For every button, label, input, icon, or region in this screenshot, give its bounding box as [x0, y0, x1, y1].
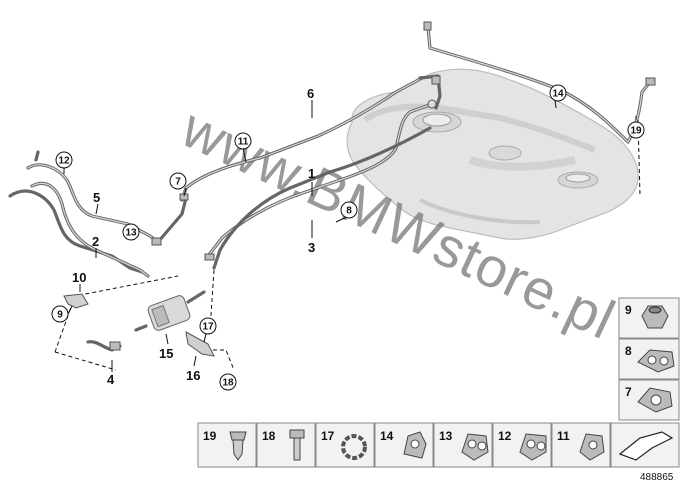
document-number: 488865: [640, 472, 674, 483]
fuel-tank: [346, 68, 639, 240]
svg-text:7: 7: [175, 177, 181, 188]
legend-side-9: 9: [618, 297, 680, 339]
double-clip-icon: [519, 433, 547, 461]
callout-15: 15: [159, 346, 173, 361]
callout-circle-8: 8: [340, 201, 358, 219]
callout-circle-14: 14: [549, 84, 567, 102]
legend-bottom-11: 11: [551, 422, 611, 468]
svg-text:12: 12: [58, 156, 70, 167]
double-clip-icon: [637, 349, 675, 373]
legend-direction: [610, 422, 680, 468]
svg-text:14: 14: [380, 429, 394, 443]
legend-side-7: 7: [618, 379, 680, 421]
clip-icon: [637, 387, 673, 413]
callout-circle-12: 12: [55, 151, 73, 169]
svg-text:7: 7: [625, 385, 632, 399]
callout-6: 6: [307, 86, 314, 101]
side-legend: 9 8 7: [618, 297, 680, 421]
svg-text:11: 11: [557, 429, 570, 443]
callout-circle-9: 9: [51, 305, 69, 323]
filter-bracket: [185, 331, 215, 357]
callout-circle-19: 19: [627, 121, 645, 139]
callout-10: 10: [72, 270, 86, 285]
arrow-icon: [618, 431, 674, 461]
callout-circle-11: 11: [234, 132, 252, 150]
push-rivet-icon: [229, 431, 247, 461]
pipe-clip-icon: [403, 431, 427, 459]
callout-5: 5: [93, 190, 100, 205]
svg-text:18: 18: [262, 429, 276, 443]
fuel-filter: [134, 290, 206, 332]
circlip-icon: [341, 434, 367, 460]
svg-text:8: 8: [625, 344, 632, 358]
callout-1: 1: [308, 166, 315, 181]
bolt-icon: [289, 429, 305, 461]
double-clip-icon: [461, 433, 489, 461]
hex-nut-icon: [641, 305, 669, 329]
callout-3: 3: [308, 240, 315, 255]
legend-bottom-18: 18: [256, 422, 316, 468]
svg-text:12: 12: [498, 429, 512, 443]
holder-part: [63, 293, 89, 309]
svg-text:8: 8: [346, 206, 352, 217]
fuel-lines: [8, 26, 652, 278]
hose-part: [86, 340, 122, 352]
legend-side-8: 8: [618, 338, 680, 380]
svg-text:9: 9: [625, 303, 632, 317]
legend-bottom-12: 12: [492, 422, 552, 468]
callout-4: 4: [107, 372, 115, 387]
callout-2: 2: [92, 234, 99, 249]
svg-text:17: 17: [202, 322, 214, 333]
svg-text:13: 13: [439, 429, 453, 443]
legend-bottom-17: 17: [315, 422, 375, 468]
svg-text:14: 14: [552, 89, 564, 100]
callouts: 6 1 3 5 2 10 4 15 16 11 7 8 14 19: [51, 84, 645, 391]
svg-text:9: 9: [57, 310, 63, 321]
svg-text:19: 19: [630, 126, 642, 137]
bottom-legend: 19 18 17 14: [197, 422, 680, 468]
legend-bottom-13: 13: [433, 422, 493, 468]
svg-text:18: 18: [222, 378, 234, 389]
single-clip-icon: [579, 433, 605, 461]
callout-16: 16: [186, 368, 200, 383]
legend-bottom-19: 19: [197, 422, 257, 468]
svg-text:11: 11: [238, 137, 249, 148]
connectors: [151, 21, 656, 261]
callout-circle-7: 7: [169, 172, 187, 190]
legend-bottom-14: 14: [374, 422, 434, 468]
callout-circle-13: 13: [122, 223, 140, 241]
callout-circle-18: 18: [219, 373, 237, 391]
svg-text:19: 19: [203, 429, 217, 443]
callout-circle-17: 17: [199, 317, 217, 335]
svg-text:17: 17: [321, 429, 335, 443]
svg-text:13: 13: [125, 228, 137, 239]
